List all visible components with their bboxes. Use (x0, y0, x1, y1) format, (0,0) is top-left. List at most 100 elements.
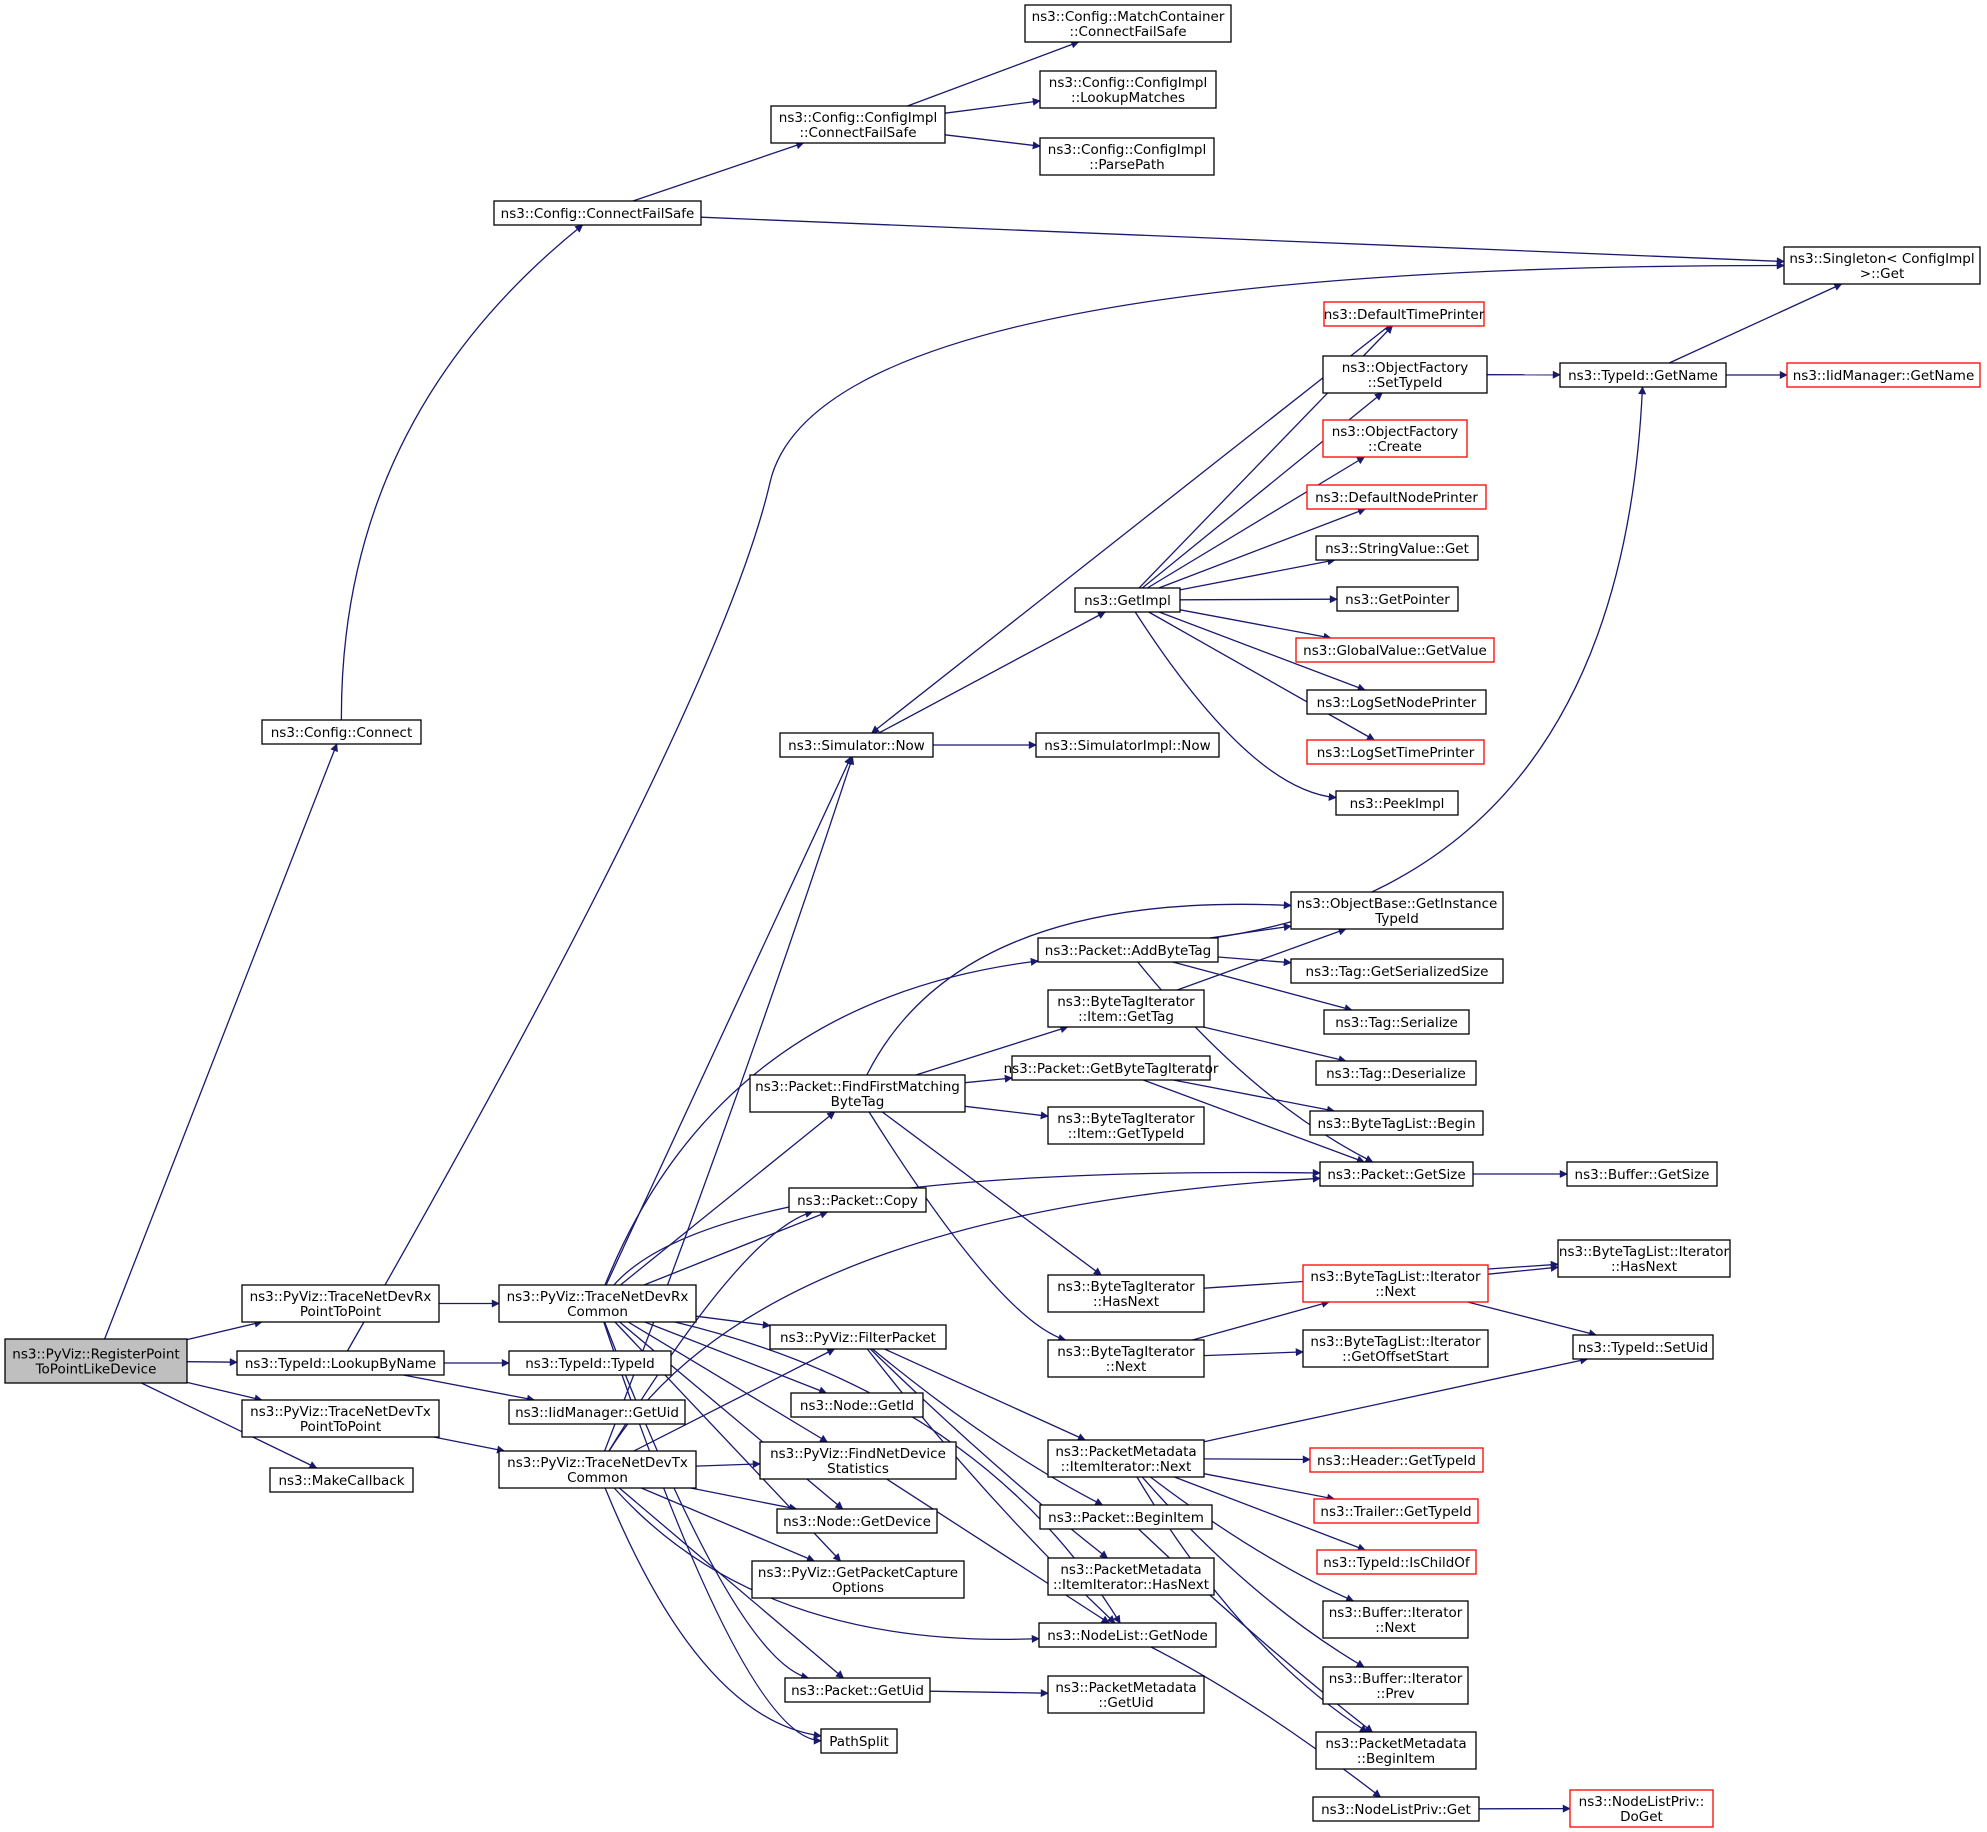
node-singleton[interactable]: ns3::Singleton< ConfigImpl >::Get (1783, 246, 1981, 285)
node-mcCfs[interactable]: ns3::Config::MatchContainer::ConnectFail… (1024, 4, 1232, 43)
node-implCfs[interactable]: ns3::Config::ConfigImpl::ConnectFailSafe (770, 105, 946, 144)
node-pmGetUid[interactable]: ns3::PacketMetadata::GetUid (1047, 1675, 1205, 1714)
edge-cfgConnect-to-cfs (340, 224, 584, 721)
node-tagDeser[interactable]: ns3::Tag::Deserialize (1315, 1060, 1477, 1086)
node-label: Options (832, 1580, 884, 1596)
node-box (1306, 689, 1487, 715)
node-typeIdCtor[interactable]: ns3::TypeId::TypeId (508, 1350, 672, 1376)
edge-txCommon-to-pktGetSize (608, 1174, 1321, 1452)
node-box (1306, 739, 1485, 765)
node-peekImpl[interactable]: ns3::PeekImpl (1335, 790, 1459, 816)
node-box (1038, 1622, 1217, 1648)
node-ofSetTypeId[interactable]: ns3::ObjectFactory::SetTypeId (1322, 355, 1488, 394)
node-btiGetTypeId[interactable]: ns3::ByteTagIterator::Item::GetTypeId (1047, 1106, 1205, 1145)
node-cfgConnect[interactable]: ns3::Config::Connect (261, 719, 422, 745)
node-defTimePrinter[interactable]: ns3::DefaultTimePrinter (1323, 301, 1485, 327)
node-box (508, 1399, 686, 1425)
node-nlpDoGet[interactable]: ns3::NodeListPriv::DoGet (1569, 1789, 1714, 1828)
edge-findNetDev-to-nlGetNode (886, 1478, 1110, 1624)
node-label: Common (567, 1304, 628, 1320)
node-nlpGet[interactable]: ns3::NodeListPriv::Get (1312, 1796, 1480, 1822)
node-label: ns3::PyViz::TraceNetDevTx (250, 1404, 431, 1420)
node-label: ::LookupMatches (1071, 90, 1185, 106)
node-box (1047, 1675, 1205, 1714)
node-root[interactable]: ns3::PyViz::RegisterPointToPointLikeDevi… (4, 1338, 188, 1384)
node-addByteTag[interactable]: ns3::Packet::AddByteTag (1037, 937, 1219, 963)
node-tidIsChild[interactable]: ns3::TypeId::IsChildOf (1316, 1549, 1477, 1575)
node-box (1323, 1009, 1470, 1035)
node-bufItNext[interactable]: ns3::Buffer::Iterator::Next (1322, 1600, 1469, 1639)
node-btiGetTag[interactable]: ns3::ByteTagIterator::Item::GetTag (1047, 989, 1205, 1028)
node-btlItNext[interactable]: ns3::ByteTagList::Iterator::Next (1302, 1264, 1489, 1303)
node-trlGetTypeId[interactable]: ns3::Trailer::GetTypeId (1313, 1498, 1479, 1524)
node-label: ::ItemIterator::Next (1061, 1459, 1192, 1475)
node-defNodePrinter[interactable]: ns3::DefaultNodePrinter (1306, 484, 1487, 510)
node-nodeGetDevice[interactable]: ns3::Node::GetDevice (776, 1508, 938, 1534)
node-pktGetUid[interactable]: ns3::Packet::GetUid (784, 1677, 931, 1703)
node-nodeGetId[interactable]: ns3::Node::GetId (790, 1392, 924, 1418)
node-lookupMatches[interactable]: ns3::Config::ConfigImpl::LookupMatches (1039, 70, 1217, 109)
node-ofCreate[interactable]: ns3::ObjectFactory::Create (1322, 419, 1468, 458)
node-bufGetSize[interactable]: ns3::Buffer::GetSize (1566, 1161, 1718, 1187)
node-tidSetUid[interactable]: ns3::TypeId::SetUid (1572, 1334, 1714, 1360)
node-btlGetOffset[interactable]: ns3::ByteTagList::Iterator::GetOffsetSta… (1302, 1329, 1489, 1368)
node-nlGetNode[interactable]: ns3::NodeList::GetNode (1038, 1622, 1217, 1648)
node-btlItHasNext[interactable]: ns3::ByteTagList::Iterator::HasNext (1557, 1239, 1731, 1278)
node-pmItNext[interactable]: ns3::PacketMetadata::ItemIterator::Next (1047, 1439, 1205, 1478)
node-tidGetName[interactable]: ns3::TypeId::GetName (1559, 362, 1727, 388)
node-pmItHasNext[interactable]: ns3::PacketMetadata::ItemIterator::HasNe… (1047, 1557, 1215, 1596)
edge-txCommon-to-getPktCapture (641, 1487, 815, 1562)
node-box (493, 200, 702, 226)
node-btiNext[interactable]: ns3::ByteTagIterator::Next (1047, 1339, 1205, 1378)
node-lookup[interactable]: ns3::TypeId::LookupByName (236, 1350, 445, 1376)
node-hdrGetTypeId[interactable]: ns3::Header::GetTypeId (1309, 1447, 1484, 1473)
node-btiHasNext[interactable]: ns3::ByteTagIterator::HasNext (1047, 1274, 1205, 1313)
node-getBTI[interactable]: ns3::Packet::GetByteTagIterator (1004, 1055, 1219, 1081)
node-iidGetUid[interactable]: ns3::IidManager::GetUid (508, 1399, 686, 1425)
node-iidGetName[interactable]: ns3::IidManager::GetName (1786, 362, 1981, 388)
node-box (1315, 535, 1479, 561)
node-label: ToPointLikeDevice (35, 1362, 157, 1378)
node-bufItPrev[interactable]: ns3::Buffer::Iterator::Prev (1322, 1666, 1469, 1705)
node-logSetNode[interactable]: ns3::LogSetNodePrinter (1306, 689, 1487, 715)
node-label: ::ConnectFailSafe (799, 125, 916, 141)
node-label: ::SetTypeId (1368, 375, 1443, 391)
node-getPointer[interactable]: ns3::GetPointer (1336, 586, 1459, 612)
node-strValGet[interactable]: ns3::StringValue::Get (1315, 535, 1479, 561)
node-filterPkt[interactable]: ns3::PyViz::FilterPacket (769, 1324, 947, 1350)
node-box (1559, 362, 1727, 388)
node-label: ::Item::GetTypeId (1068, 1126, 1185, 1142)
node-tagSer[interactable]: ns3::Tag::Serialize (1323, 1009, 1470, 1035)
node-box (1316, 1549, 1477, 1575)
node-pktGetSize[interactable]: ns3::Packet::GetSize (1319, 1161, 1474, 1187)
node-box (1306, 484, 1487, 510)
edge-rxCommon-to-simNow (605, 756, 852, 1286)
node-makeCb[interactable]: ns3::MakeCallback (269, 1467, 414, 1493)
node-parsePath[interactable]: ns3::Config::ConfigImpl::ParsePath (1039, 137, 1215, 176)
node-btlBegin[interactable]: ns3::ByteTagList::Begin (1309, 1110, 1484, 1136)
node-simNow[interactable]: ns3::Simulator::Now (779, 732, 934, 758)
node-tagGetSer[interactable]: ns3::Tag::GetSerializedSize (1290, 958, 1504, 984)
edge-getImpl-to-logSetTime (1148, 611, 1375, 741)
node-cfs[interactable]: ns3::Config::ConnectFailSafe (493, 200, 702, 226)
node-pktBeginItem[interactable]: ns3::Packet::BeginItem (1039, 1504, 1213, 1530)
call-nodes: ns3::PyViz::RegisterPointToPointLikeDevi… (4, 4, 1981, 1828)
node-pathSplit[interactable]: PathSplit (820, 1728, 898, 1754)
node-simImplNow[interactable]: ns3::SimulatorImpl::Now (1035, 732, 1220, 758)
node-label: ns3::LogSetTimePrinter (1317, 745, 1475, 761)
node-pktCopy[interactable]: ns3::Packet::Copy (788, 1187, 927, 1213)
node-pmBeginItem[interactable]: ns3::PacketMetadata::BeginItem (1315, 1731, 1477, 1770)
edge-simNow-to-getImpl (878, 611, 1106, 734)
node-gvGetValue[interactable]: ns3::GlobalValue::GetValue (1295, 637, 1495, 663)
node-logSetTime[interactable]: ns3::LogSetTimePrinter (1306, 739, 1485, 765)
edge-findFirst-to-btiHasNext (881, 1111, 1102, 1276)
node-getImpl[interactable]: ns3::GetImpl (1074, 587, 1181, 613)
